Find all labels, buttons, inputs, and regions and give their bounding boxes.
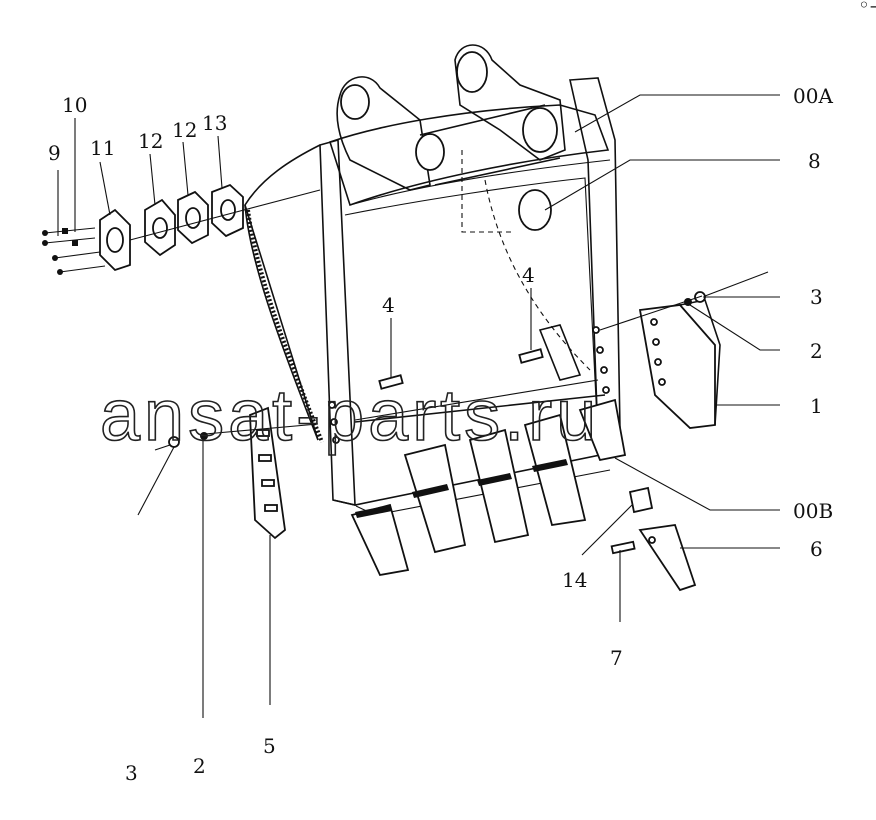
top-back-plate-edge — [349, 159, 611, 206]
tooth-2 — [403, 443, 467, 554]
tooth-adapter-5 — [578, 398, 627, 462]
top-back-plate — [329, 104, 610, 207]
side-cutter-edge-right — [679, 299, 721, 426]
tooth-bands — [355, 459, 568, 518]
callout-5: 5 — [263, 734, 276, 758]
hub-11-bore — [106, 227, 124, 253]
callout-8: 8 — [808, 149, 821, 173]
hub-axis-line — [129, 189, 321, 241]
side-cutter-right — [638, 299, 721, 429]
callout-10: 10 — [62, 93, 87, 117]
left-mount-ear — [336, 76, 431, 191]
center-mount-ear — [454, 44, 566, 161]
left-ear-pin-hole — [415, 133, 445, 171]
pin-4-right — [518, 348, 544, 364]
callout-4-left: 4 — [382, 293, 395, 317]
callout-2-right: 2 — [810, 339, 823, 363]
center-ear-boss — [456, 51, 488, 93]
callout-3-left: 3 — [125, 761, 138, 785]
side-cutter-left — [249, 406, 286, 540]
hub-bolts — [42, 227, 106, 275]
tooth-6 — [638, 524, 697, 592]
pin-hidden-line — [461, 150, 515, 233]
boss-tube — [419, 104, 561, 186]
interior-back — [344, 177, 599, 441]
center-ear-pin-hole — [522, 107, 558, 153]
corner-mark: ◦— — [858, 0, 876, 17]
callout-11: 11 — [90, 136, 115, 160]
callout-7: 7 — [610, 646, 623, 670]
adapter-bar — [538, 324, 582, 381]
leader-lines — [57, 94, 780, 718]
callout-3-right: 3 — [810, 285, 823, 309]
cutting-edge-top — [354, 394, 606, 423]
watermark: ansat-parts.ru — [100, 376, 600, 456]
bucket-left-edge — [244, 204, 319, 441]
callout-14: 14 — [562, 568, 587, 592]
lower-boss — [518, 189, 552, 231]
callout-12b: 12 — [172, 118, 197, 142]
callout-6: 6 — [810, 537, 823, 561]
bucket-teeth — [350, 398, 627, 577]
left-ear-boss — [340, 84, 370, 120]
pin-7 — [610, 540, 636, 555]
tooth-pins — [378, 324, 582, 390]
callout-labels: 10 9 11 12 12 13 00A 8 4 4 3 2 1 00B 6 1… — [48, 84, 833, 785]
hub-assembly — [42, 183, 321, 275]
side-cutter-slots-left — [256, 429, 278, 512]
right-bolt-holes — [592, 326, 610, 394]
callout-13: 13 — [202, 111, 227, 135]
tooth-3 — [468, 428, 530, 544]
callout-00A: 00A — [793, 84, 833, 108]
callout-00B: 00B — [793, 499, 833, 523]
bucket-left-shell — [244, 144, 321, 441]
side-cutter-holes-right — [650, 318, 666, 386]
left-bolt-holes — [328, 401, 340, 444]
retainer-14 — [628, 486, 654, 514]
bucket-left-weld — [246, 209, 324, 443]
tooth-4 — [523, 413, 587, 527]
shim-13-bore — [220, 199, 236, 221]
callout-4-right: 4 — [522, 263, 535, 287]
shim-12a-bore — [152, 217, 168, 239]
callout-12a: 12 — [138, 129, 163, 153]
hidden-curve — [484, 179, 591, 371]
tooth-6-hole — [648, 536, 656, 544]
callout-1: 1 — [810, 394, 823, 418]
callout-9: 9 — [48, 141, 61, 165]
interior-bottom-line — [354, 379, 599, 421]
callout-2-left: 2 — [193, 754, 206, 778]
spare-tooth — [610, 486, 697, 592]
pin-4-left — [378, 374, 404, 390]
